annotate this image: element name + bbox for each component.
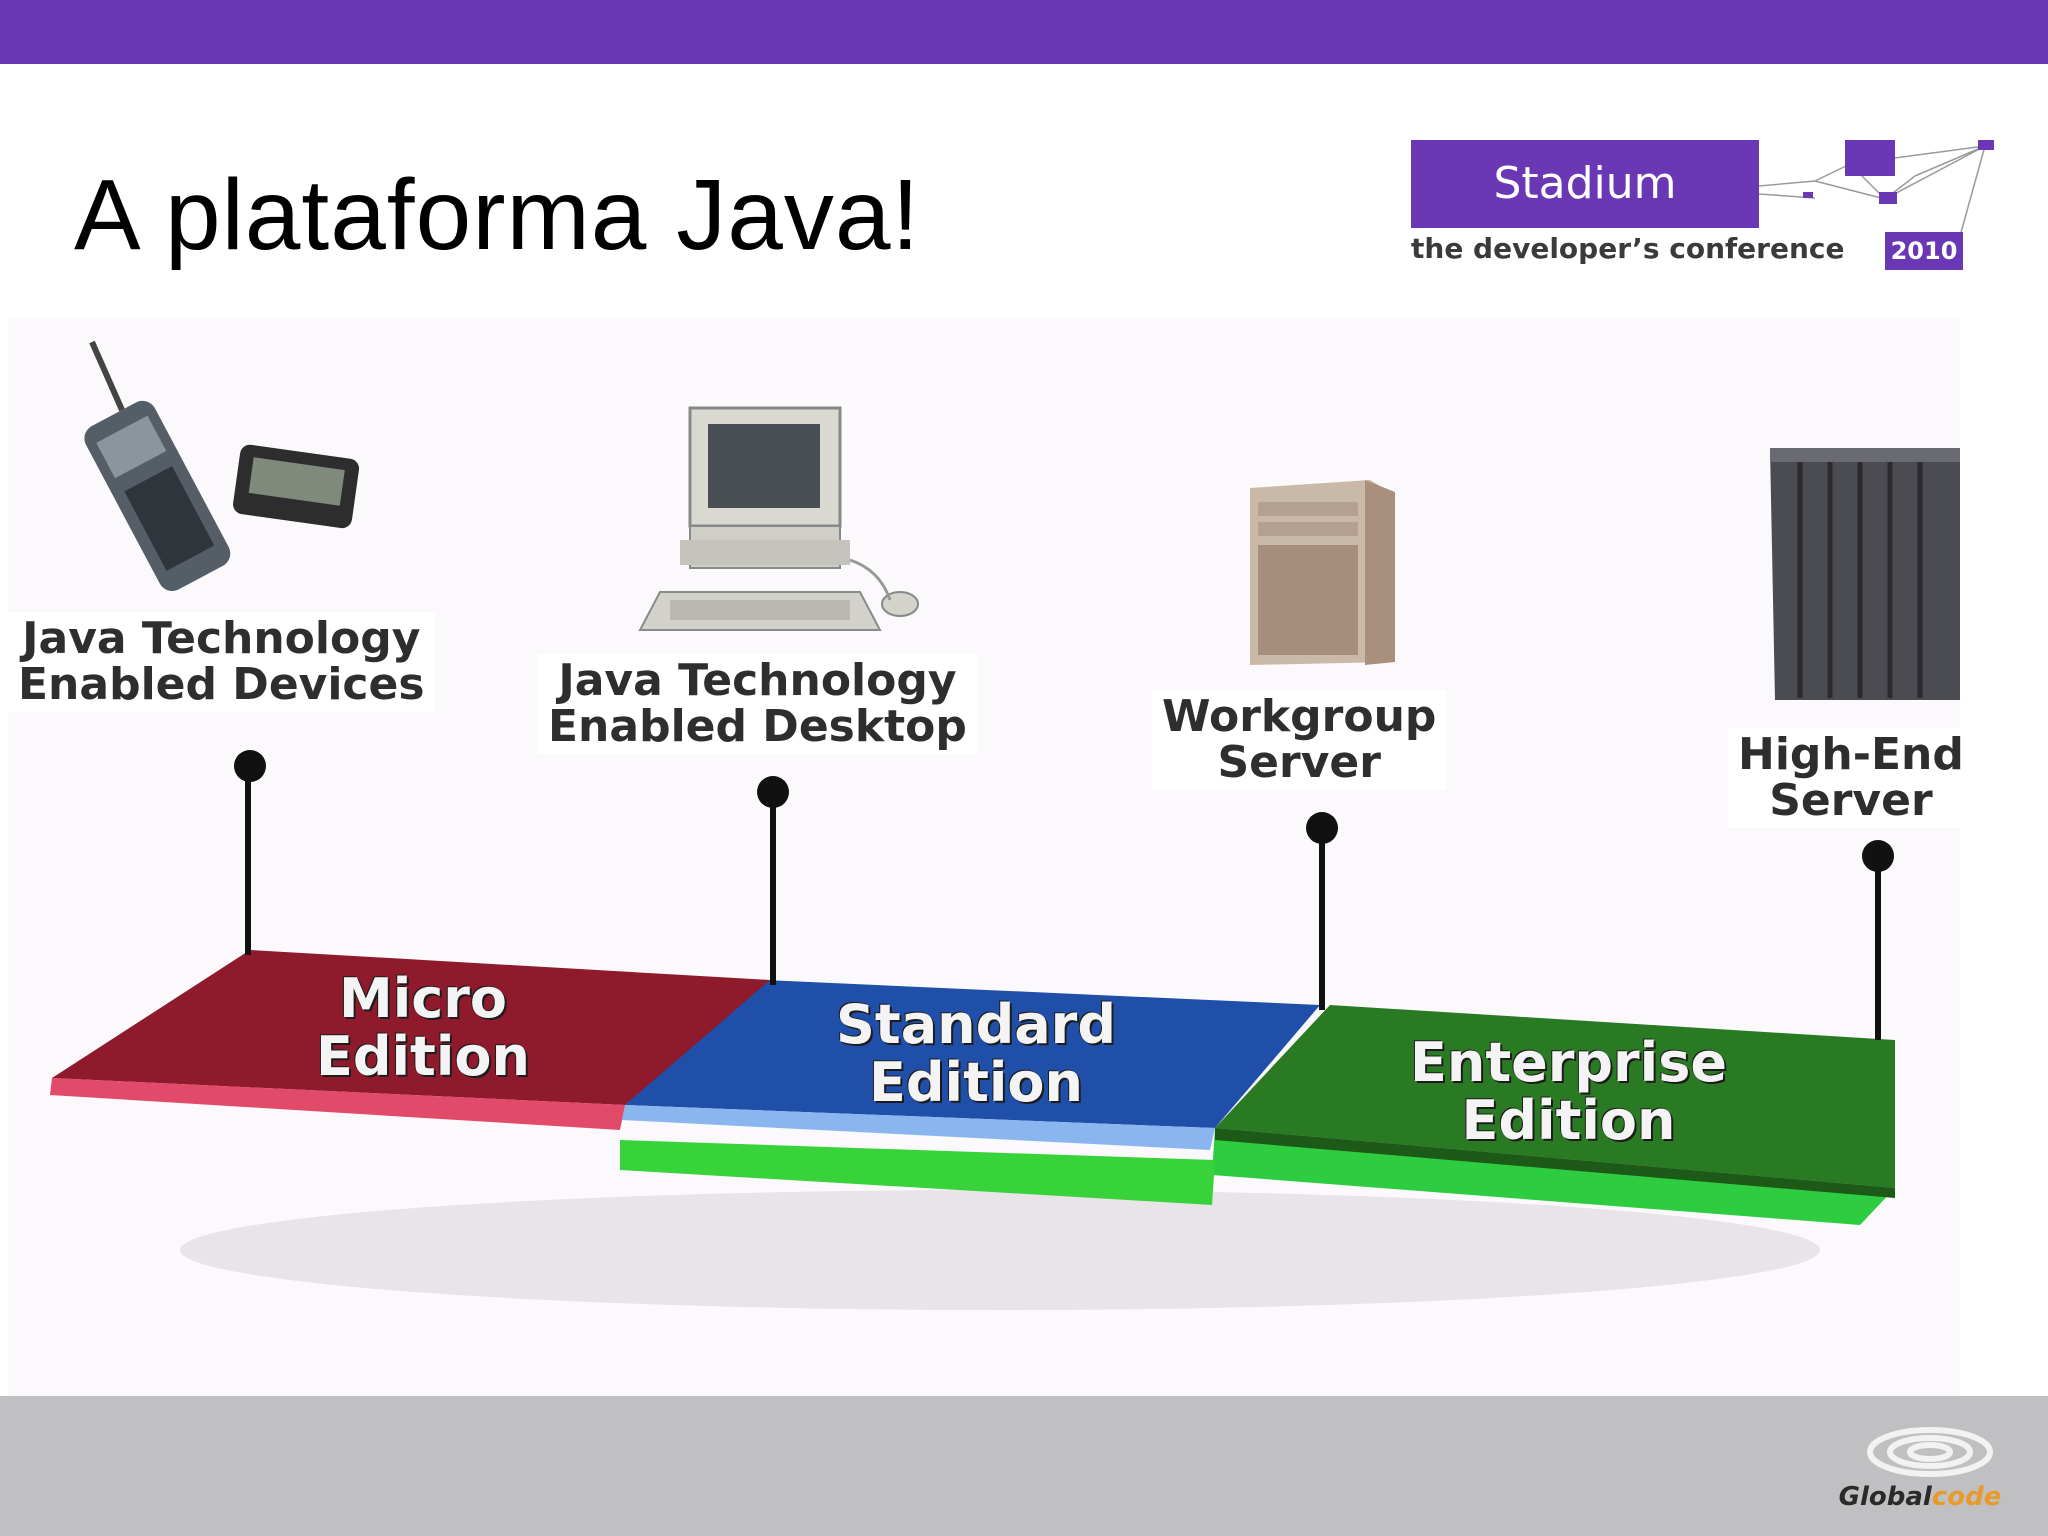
brand-main: Global: [1838, 1482, 1932, 1512]
device-label-high-end: High-End Server: [1728, 728, 1974, 828]
edition-label-micro: Micro Edition: [316, 970, 530, 1086]
globalcode-wordmark: Globalcode: [1830, 1482, 2010, 1512]
edition-label-line1: Standard: [836, 993, 1116, 1056]
enterprise-edition-slab: [1212, 1005, 1895, 1225]
footer-bar: [0, 1396, 2048, 1536]
conference-name: Stadium Sábado: [1411, 140, 1759, 297]
device-label-desktop: Java Technology Enabled Desktop: [538, 654, 977, 754]
device-label-line1: Workgroup: [1162, 691, 1437, 742]
device-label-line1: Java Technology: [22, 613, 421, 664]
edition-label-standard: Standard Edition: [836, 996, 1116, 1112]
network-lines-icon: [1758, 140, 1994, 237]
conference-tagline: the developer’s conference: [1411, 232, 1845, 265]
pin-head-workgroup: [1306, 812, 1338, 844]
conference-logo: Stadium Sábado the developer’s conferenc…: [1405, 136, 2005, 297]
platform-shadow: [180, 1190, 1820, 1310]
edition-label-line2: Edition: [869, 1051, 1083, 1114]
standard-edition-slab: [620, 980, 1320, 1205]
platform-illustration: [50, 340, 1960, 1310]
pin-head-devices: [234, 750, 266, 782]
pin-head-desktop: [757, 776, 789, 808]
slide-title: A plataforma Java!: [74, 159, 921, 271]
globalcode-swirl-icon: [1867, 1427, 1993, 1477]
top-accent-bar: [0, 0, 2048, 64]
globalcode-logo: Globalcode: [1830, 1420, 2010, 1520]
device-label-line2: Server: [1217, 737, 1381, 788]
edition-label-line2: Edition: [1461, 1089, 1676, 1152]
mobile-phone-and-pager-icon: [84, 340, 360, 591]
mainframe-server-icon: [1770, 448, 1960, 700]
device-label-workgroup: Workgroup Server: [1152, 690, 1447, 790]
conference-year-badge: 2010: [1885, 232, 1963, 270]
edition-label-enterprise: Enterprise Edition: [1410, 1034, 1727, 1150]
edition-label-line2: Edition: [316, 1025, 530, 1088]
edition-label-line1: Micro: [338, 967, 507, 1030]
tower-server-icon: [1250, 480, 1395, 665]
brand-accent: code: [1931, 1482, 2002, 1512]
desktop-computer-icon: [638, 406, 919, 631]
device-label-line1: High-End: [1738, 729, 1964, 780]
device-label-line1: Java Technology: [558, 655, 957, 706]
pin-markers: [245, 768, 1881, 1040]
device-label-line2: Enabled Devices: [18, 659, 425, 710]
pin-head-high-end: [1862, 840, 1894, 872]
device-label-line2: Server: [1769, 775, 1933, 826]
edition-label-line1: Enterprise: [1410, 1031, 1727, 1094]
device-label-line2: Enabled Desktop: [548, 701, 967, 752]
micro-edition-slab: [50, 950, 770, 1130]
device-label-devices: Java Technology Enabled Devices: [8, 612, 435, 712]
